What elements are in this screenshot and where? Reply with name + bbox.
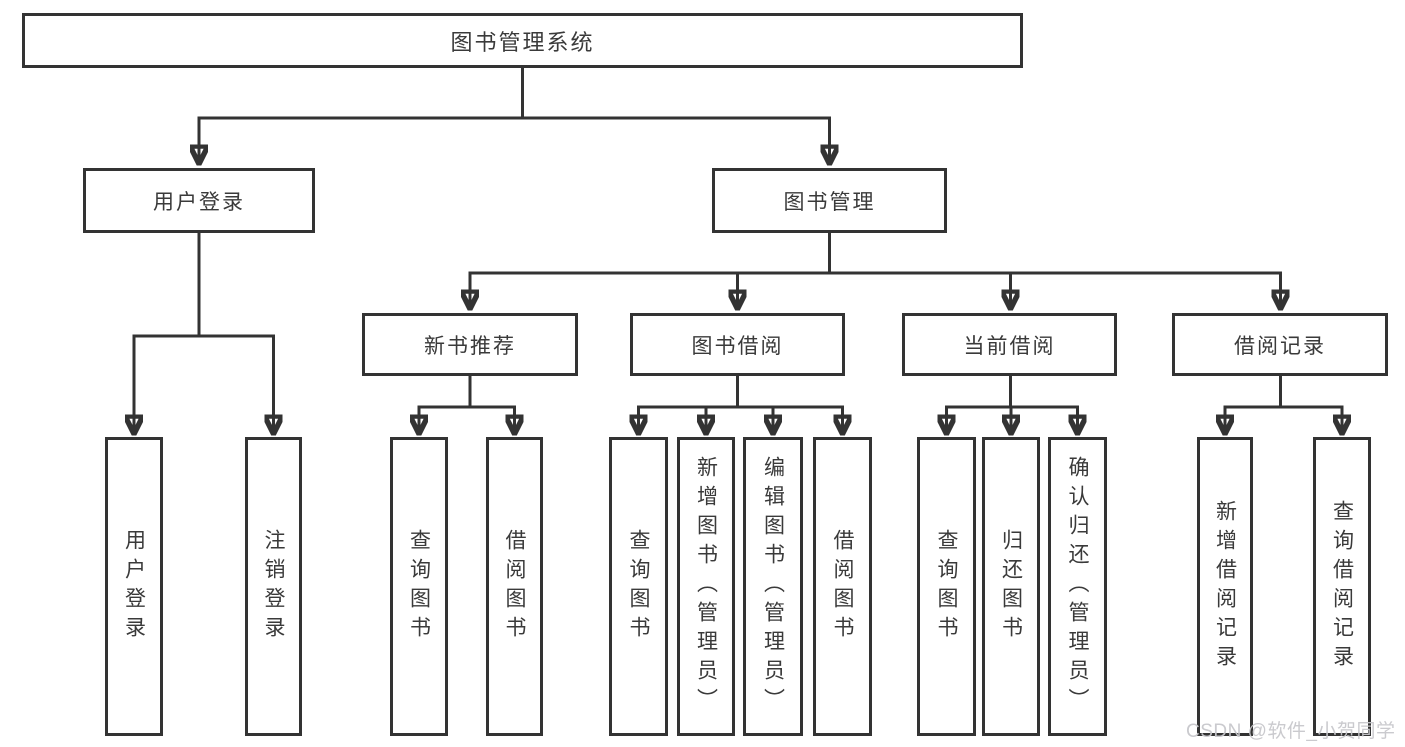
node-leaf-logout: 注销登录 xyxy=(245,437,302,736)
node-label: 查询图书 xyxy=(627,528,650,645)
node-borrowing-records: 借阅记录 xyxy=(1172,313,1388,376)
node-label: 图书管理 xyxy=(783,190,876,214)
node-user-login: 用户登录 xyxy=(83,168,315,233)
node-leaf-edit-book-admin: 编辑图书（管理员） xyxy=(743,437,803,736)
node-label: 归还图书 xyxy=(999,528,1023,645)
node-label: 当前借阅 xyxy=(963,334,1056,358)
node-leaf-confirm-return-admin: 确认归还（管理员） xyxy=(1048,437,1107,736)
node-label: 图书管理系统 xyxy=(450,29,595,55)
node-label: 新书推荐 xyxy=(424,334,516,358)
node-new-book-recommend: 新书推荐 xyxy=(362,313,578,376)
node-book-borrowing: 图书借阅 xyxy=(630,313,845,376)
node-label: 查询图书 xyxy=(407,528,431,645)
node-label: 确认归还（管理员） xyxy=(1066,456,1089,717)
node-label: 注销登录 xyxy=(262,528,285,645)
node-leaf-user-login: 用户登录 xyxy=(105,437,163,736)
node-label: 查询图书 xyxy=(935,528,958,645)
node-leaf-return-books: 归还图书 xyxy=(982,437,1040,736)
node-leaf-borrow-books: 借阅图书 xyxy=(813,437,872,736)
node-label: 编辑图书（管理员） xyxy=(761,456,785,717)
node-label: 新增借阅记录 xyxy=(1213,499,1237,674)
node-label: 借阅图书 xyxy=(831,528,854,645)
node-leaf-borrow-books-recommend: 借阅图书 xyxy=(486,437,543,736)
node-label: 用户登录 xyxy=(122,528,146,645)
node-leaf-query-books-borrowing: 查询图书 xyxy=(609,437,668,736)
node-leaf-query-borrow-record: 查询借阅记录 xyxy=(1313,437,1371,736)
node-leaf-query-books-recommend: 查询图书 xyxy=(390,437,448,736)
node-leaf-query-books-current: 查询图书 xyxy=(917,437,976,736)
node-label: 借阅图书 xyxy=(503,528,526,645)
node-leaf-add-borrow-record: 新增借阅记录 xyxy=(1197,437,1253,736)
node-library-management-system: 图书管理系统 xyxy=(22,13,1023,68)
node-label: 用户登录 xyxy=(153,190,245,214)
node-label: 图书借阅 xyxy=(691,334,784,358)
node-label: 查询借阅记录 xyxy=(1330,499,1354,674)
node-book-management: 图书管理 xyxy=(712,168,947,233)
node-leaf-add-book-admin: 新增图书（管理员） xyxy=(677,437,735,736)
csdn-watermark: CSDN @软件_小贺同学 xyxy=(1186,721,1396,742)
node-label: 借阅记录 xyxy=(1234,334,1326,358)
node-current-borrowing: 当前借阅 xyxy=(902,313,1117,376)
node-label: 新增图书（管理员） xyxy=(694,456,718,717)
